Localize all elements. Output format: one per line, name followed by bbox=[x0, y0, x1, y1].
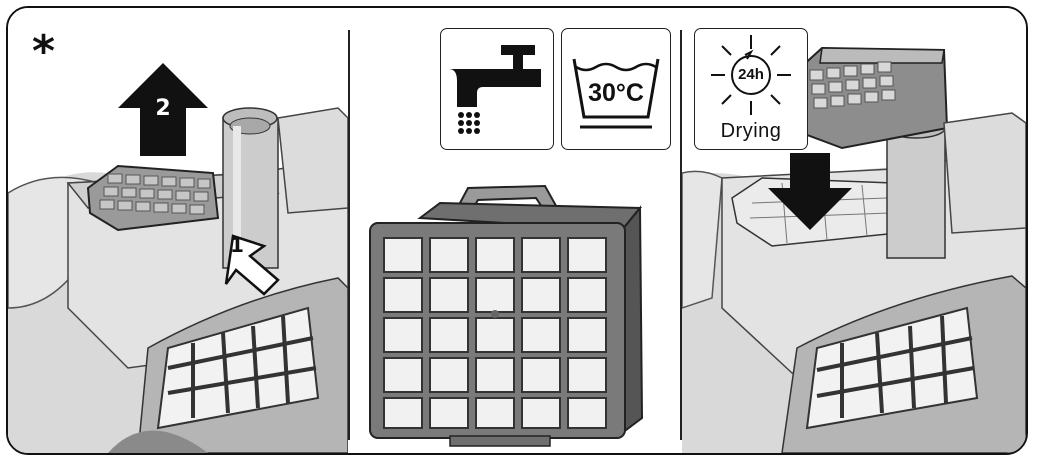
step-1-label: 1 bbox=[230, 233, 244, 257]
drying-24h-icon: 24h Drying bbox=[694, 28, 808, 150]
water-tap-icon bbox=[440, 28, 554, 150]
arrow-up-icon bbox=[118, 63, 208, 156]
panel-divider bbox=[348, 30, 350, 440]
instruction-frame: * 2 1 30°C bbox=[6, 6, 1028, 455]
vacuum-illustration-remove bbox=[8, 8, 348, 453]
vacuum-illustration-reinsert bbox=[682, 8, 1026, 453]
wash-30c-icon: 30°C bbox=[561, 28, 671, 150]
arrow-down-icon bbox=[768, 153, 852, 230]
panel-divider bbox=[680, 30, 682, 440]
panel-remove-filter: * 2 1 bbox=[8, 8, 348, 453]
panel-reinsert-filter: 24h Drying bbox=[682, 8, 1026, 453]
arrow-press-icon bbox=[224, 234, 280, 296]
drying-label: Drying bbox=[720, 120, 782, 142]
asterisk-icon: * bbox=[32, 26, 56, 77]
drying-duration-label: 24h bbox=[738, 66, 764, 83]
wash-temperature-label: 30°C bbox=[588, 79, 644, 107]
step-2-label: 2 bbox=[155, 96, 171, 121]
panel-wash-filter: 30°C bbox=[350, 8, 680, 453]
